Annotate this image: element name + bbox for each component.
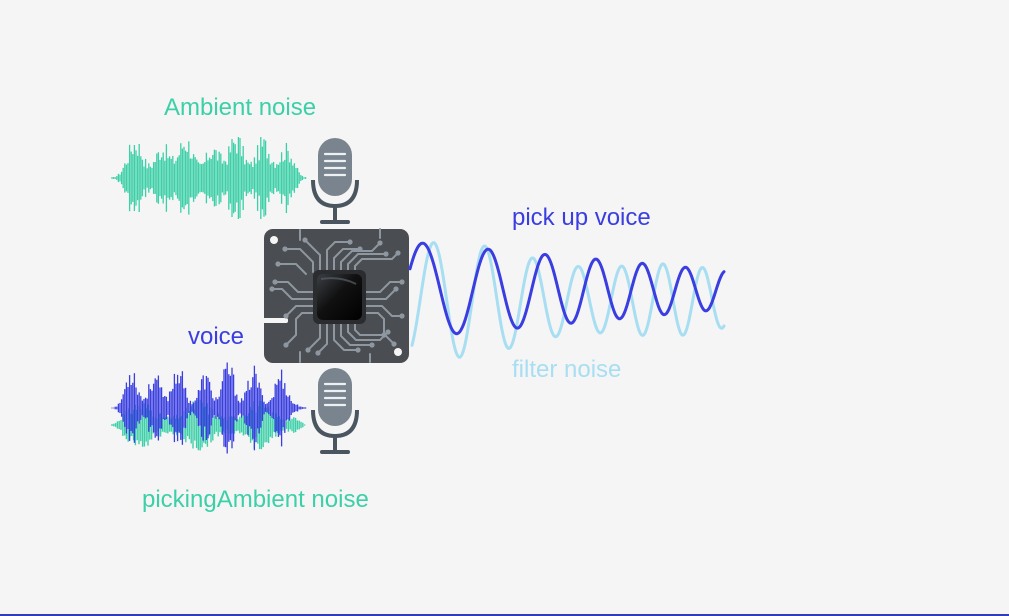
ambient-noise-label: Ambient noise [164, 94, 317, 121]
microphone-icon [311, 368, 359, 454]
voice-label: voice [188, 323, 245, 350]
bottom-divider [0, 614, 1009, 616]
filter-noise-wave [410, 241, 726, 359]
ambient-noise-waveform [111, 137, 307, 219]
picking-ambient-noise-label: pickingAmbient noise [142, 486, 369, 513]
pickup-voice-wave [408, 241, 726, 336]
pick-up-voice-label: pick up voice [512, 204, 651, 231]
microphone-icon [311, 138, 359, 224]
filter-noise-label: filter noise [512, 356, 622, 383]
processor-chip-icon [262, 228, 409, 363]
voice-waveform [111, 362, 307, 454]
